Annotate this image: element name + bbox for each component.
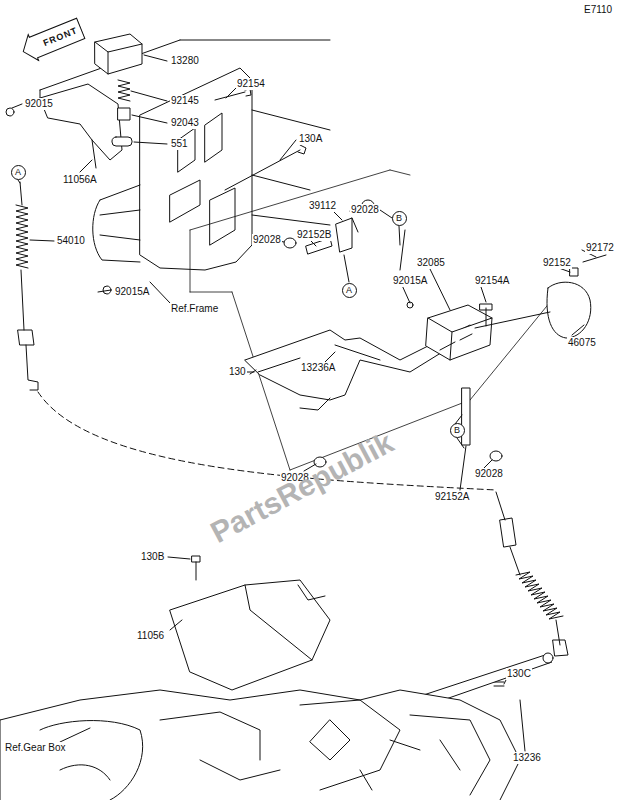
callout-number: 13236 [512,752,542,764]
guide-detail [440,334,472,350]
bracket [170,580,330,690]
callout-number: 92154A [474,275,510,287]
frame-holes [170,113,235,245]
joint [336,218,358,252]
front-arrow: FRONT [17,14,88,66]
leader-line [18,180,464,448]
pad [112,137,132,146]
callout-number: 92028 [252,234,282,246]
callout-number: 92015 [24,98,54,110]
callout-number: 11056 [136,630,165,642]
callout-number: 92043 [170,117,200,129]
cable-spring [16,205,28,268]
bolt [225,145,306,190]
callout-number: 130 [228,366,247,378]
block [95,34,142,74]
callout-number: 130B [140,551,165,563]
callout-number: E7110 [583,4,613,16]
callout-number: 54010 [56,235,86,247]
callout-number: 11056A [62,174,98,186]
reference-circle: B [450,423,465,438]
callout-number: 32085 [416,257,446,269]
callout-number: 92015A [392,275,428,287]
callout-number: 92152 [542,257,572,269]
knob [547,282,591,338]
callout-number: 46075 [567,337,597,349]
node-text: A [15,167,21,178]
callout-number: 13236A [300,362,336,374]
spring [118,80,130,101]
pin [570,255,606,276]
bolt [192,556,200,580]
leader-line [12,55,596,751]
cap [118,108,130,120]
reference-circle: A [11,165,26,180]
bolt [480,304,492,326]
bushing [490,451,502,461]
callout-number: 130C [506,668,532,680]
bolt [494,682,504,686]
cable-path [38,392,496,490]
reference-circle: B [392,211,407,226]
callout-number: Ref.Gear Box [4,742,67,754]
cable [496,492,520,575]
callout-number: 13280 [170,55,200,67]
watermark: PartsRepublik [205,425,399,550]
bolt [250,358,300,374]
cable-end [553,620,568,656]
callout-number: 130A [298,133,323,145]
cable-end [18,270,38,390]
callout-number: 551 [170,138,189,150]
callout-number: 39112 [308,200,337,212]
node-text: B [454,425,460,436]
gear-box [0,690,520,800]
collar [462,388,470,445]
node-text: A [346,285,352,296]
nut [6,108,14,116]
group-outline [190,170,560,470]
callout-number: 92154 [236,78,266,90]
gear-box-detail [40,700,490,800]
cable-spring [516,572,563,619]
node-text: B [396,213,402,224]
reference-circle: A [342,283,357,298]
callout-number: 92152B [296,229,332,241]
guide [426,305,492,360]
callout-number: 92145 [170,95,200,107]
callout-number: 92015A [114,286,150,298]
callout-number: 92028 [350,204,380,216]
shift-lever-detail [300,345,380,410]
cable [20,182,22,205]
bracket [40,84,122,168]
bushing [284,238,296,248]
shaft [475,312,550,328]
arm-eye [543,653,553,663]
frame-tubes [93,110,330,262]
arrow-shape [18,15,86,64]
callout-number: 92172 [585,242,615,254]
callout-number: 92028 [474,468,504,480]
callout-number: 92152A [434,491,470,503]
callout-number: Ref.Frame [170,303,219,315]
